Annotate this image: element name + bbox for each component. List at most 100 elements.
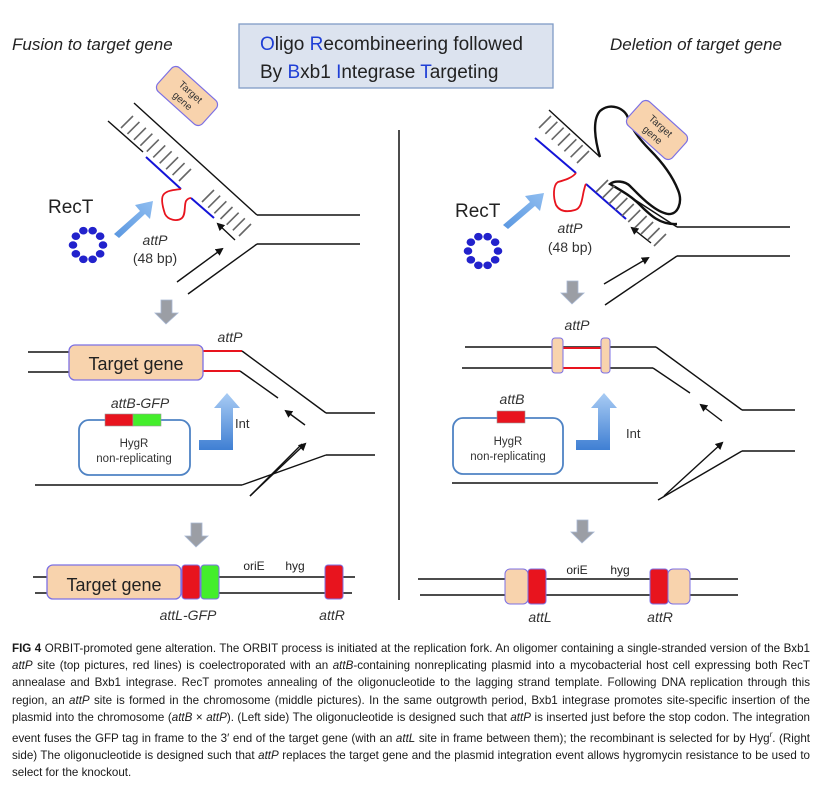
right-plasmid: HygR non-replicating — [452, 410, 564, 475]
left-bottom-oriE: oriE — [243, 559, 264, 573]
title-text: argeting — [430, 62, 499, 83]
svg-text:non-replicating: non-replicating — [470, 451, 545, 463]
right-bottom-oriE: oriE — [566, 563, 587, 577]
caption-italic-term: attP — [12, 659, 33, 673]
caption-italic-term: attP — [69, 693, 90, 707]
right-int-label: Int — [626, 426, 641, 441]
caption-italic-term: attP — [258, 749, 279, 763]
left-int-label: Int — [235, 416, 250, 431]
recT-subunit — [88, 226, 97, 235]
right-recT-label: RecT — [455, 201, 501, 222]
left-recT-label: RecT — [48, 197, 94, 218]
recT-subunit — [474, 232, 483, 241]
base-pair-tick — [207, 195, 221, 209]
right-recT-ring-icon — [463, 232, 503, 270]
base-pair-tick — [653, 233, 667, 247]
base-pair-tick — [178, 168, 192, 182]
right-recT-arrow — [503, 193, 544, 229]
recT-subunit — [98, 241, 108, 249]
title-box: Oligo Recombineering followed By Bxb1 In… — [238, 23, 554, 89]
title-text: ecombineering followed — [323, 34, 523, 55]
base-pair-tick — [608, 191, 622, 205]
recT-subunit — [71, 232, 81, 240]
left-top-replication-fork — [107, 102, 360, 295]
left-bottom-chromosome: Target gene — [33, 564, 355, 600]
caption-text: site in frame between them); the recombi… — [415, 731, 770, 745]
base-pair-tick — [226, 212, 240, 226]
title-text: By — [260, 62, 287, 83]
oligo-blue-right-2 — [585, 183, 627, 220]
recT-subunit — [79, 226, 88, 235]
base-pair-tick — [557, 132, 571, 147]
left-recT-ring-icon — [68, 226, 108, 264]
base-pair-tick — [627, 209, 641, 223]
attL-segment-right — [527, 568, 547, 605]
right-bottom-attR-label: attR — [647, 609, 673, 625]
figure-caption: FIG 4 ORBIT-promoted gene alteration. Th… — [12, 640, 810, 781]
caption-italic-term: attP — [206, 710, 227, 724]
right-process-arrow-1 — [560, 280, 586, 305]
flank-left — [504, 568, 529, 605]
svg-text:HygR: HygR — [120, 438, 149, 450]
base-pair-tick — [563, 138, 577, 152]
recT-subunit — [95, 232, 105, 240]
caption-text: site is formed in the chromosome (middle… — [12, 693, 810, 724]
left-bottom-attL-label: attL-GFP — [160, 607, 217, 623]
base-pair-tick — [544, 121, 558, 135]
caption-italic-term: attB — [332, 659, 354, 673]
base-pair-tick — [120, 115, 134, 129]
recT-subunit — [466, 256, 476, 264]
right-attP-label: attP — [558, 220, 584, 236]
base-pair-tick — [614, 197, 628, 211]
title-accent-letter: I — [336, 62, 341, 83]
base-pair-tick — [126, 121, 141, 135]
caption-italic-term: attL — [395, 731, 416, 745]
attR-segment-right — [649, 568, 669, 605]
caption-text: -containing nonreplicating plasmid into … — [12, 659, 811, 707]
base-pair-tick — [621, 203, 635, 217]
flank-right — [667, 568, 691, 605]
gfp-segment — [132, 413, 162, 427]
attL-segment — [181, 564, 201, 600]
title-line-1: Oligo Recombineering followed — [260, 34, 523, 55]
oligo-blue-left-2 — [190, 197, 215, 219]
caption-text: is inserted just before the stop codon. … — [12, 710, 811, 745]
base-pair-tick — [146, 138, 160, 153]
left-attP-size: (48 bp) — [133, 250, 177, 266]
base-pair-tick — [139, 133, 153, 147]
left-middle-attP-label: attP — [218, 329, 244, 345]
attP-loop-right — [553, 172, 587, 213]
svg-text:Target gene: Target gene — [88, 354, 183, 374]
caption-body: ORBIT-promoted gene alteration. The ORBI… — [12, 642, 810, 779]
oligo-blue-right-1 — [534, 137, 577, 174]
base-pair-tick — [133, 127, 147, 141]
recT-subunit — [88, 255, 97, 264]
base-pair-tick — [152, 144, 166, 159]
attB-segment — [104, 413, 134, 427]
caption-text: . (Right side) The oligonucleotide is de… — [12, 731, 810, 763]
title-accent-letter: T — [420, 62, 432, 83]
right-middle-attP-label: attP — [565, 317, 591, 333]
base-pair-tick — [538, 115, 552, 129]
base-pair-tick — [595, 179, 609, 193]
base-pair-tick — [646, 227, 661, 241]
left-top-target-gene: Target gene — [155, 65, 219, 127]
svg-text:Target gene: Target gene — [66, 575, 161, 595]
recT-subunit — [490, 256, 500, 264]
recT-subunit — [71, 250, 81, 258]
left-recT-arrow — [114, 201, 153, 238]
recT-subunit — [483, 261, 492, 270]
svg-text:HygR: HygR — [494, 436, 523, 448]
caption-text: ORBIT-promoted gene alteration. The ORBI… — [41, 642, 811, 655]
left-middle-chromosome — [28, 350, 375, 497]
base-pair-tick — [165, 156, 179, 170]
right-attP-size: (48 bp) — [548, 239, 592, 255]
title-text: ligo — [275, 34, 310, 55]
title-line-2: By Bxb1 Integrase Targeting — [260, 62, 498, 83]
caption-text: × — [192, 710, 207, 724]
right-top-replication-fork — [534, 105, 790, 306]
recT-subunit — [463, 247, 473, 255]
left-plasmid-site-label: attB-GFP — [111, 395, 170, 411]
figure-label: FIG 4 — [12, 642, 42, 655]
left-bottom-hyg: hyg — [285, 559, 304, 573]
